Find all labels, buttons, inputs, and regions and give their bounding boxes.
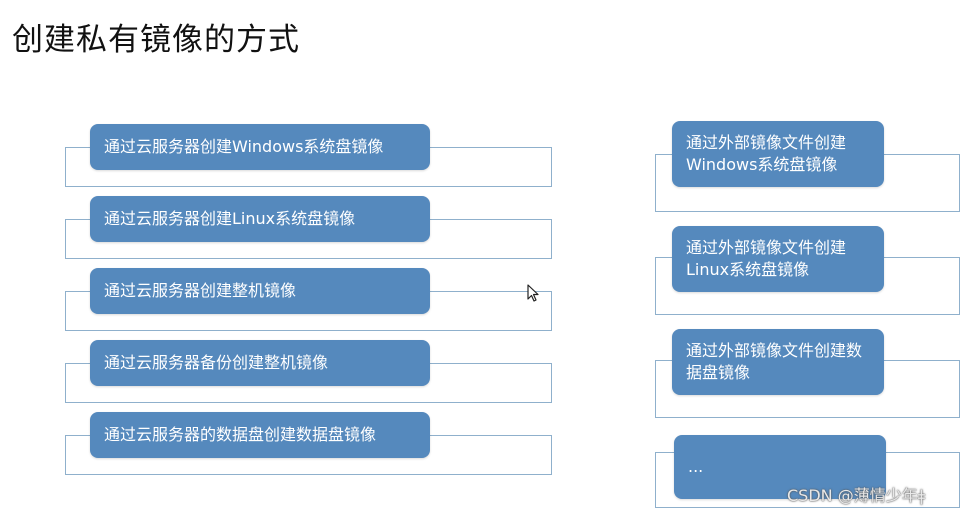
item-label-box: 通过云服务器创建Linux系统盘镜像 (90, 196, 430, 242)
item-label: 通过外部镜像文件创建Linux系统盘镜像 (686, 238, 847, 279)
item-label-box: 通过外部镜像文件创建Windows系统盘镜像 (672, 121, 884, 187)
item-label-box: 通过云服务器创建Windows系统盘镜像 (90, 124, 430, 170)
item-label: 通过云服务器备份创建整机镜像 (104, 353, 329, 372)
item-label: 通过云服务器创建Windows系统盘镜像 (104, 137, 384, 156)
watermark: CSDN @薄情少年ǂ (787, 486, 926, 505)
mouse-cursor-icon (527, 284, 539, 302)
item-label-box: ... (674, 435, 886, 499)
item-label-box: 通过云服务器创建整机镜像 (90, 268, 430, 314)
item-label: 通过云服务器创建整机镜像 (104, 281, 297, 300)
item-label: ... (688, 457, 704, 476)
item-label: 通过外部镜像文件创建Windows系统盘镜像 (686, 133, 847, 174)
item-label-box: 通过外部镜像文件创建Linux系统盘镜像 (672, 226, 884, 292)
page-title: 创建私有镜像的方式 (12, 22, 300, 58)
item-label: 通过云服务器创建Linux系统盘镜像 (104, 209, 356, 228)
item-label: 通过云服务器的数据盘创建数据盘镜像 (104, 425, 377, 444)
item-label-box: 通过云服务器备份创建整机镜像 (90, 340, 430, 386)
item-label-box: 通过外部镜像文件创建数据盘镜像 (672, 329, 884, 395)
item-label-box: 通过云服务器的数据盘创建数据盘镜像 (90, 412, 430, 458)
item-label: 通过外部镜像文件创建数据盘镜像 (686, 341, 863, 382)
